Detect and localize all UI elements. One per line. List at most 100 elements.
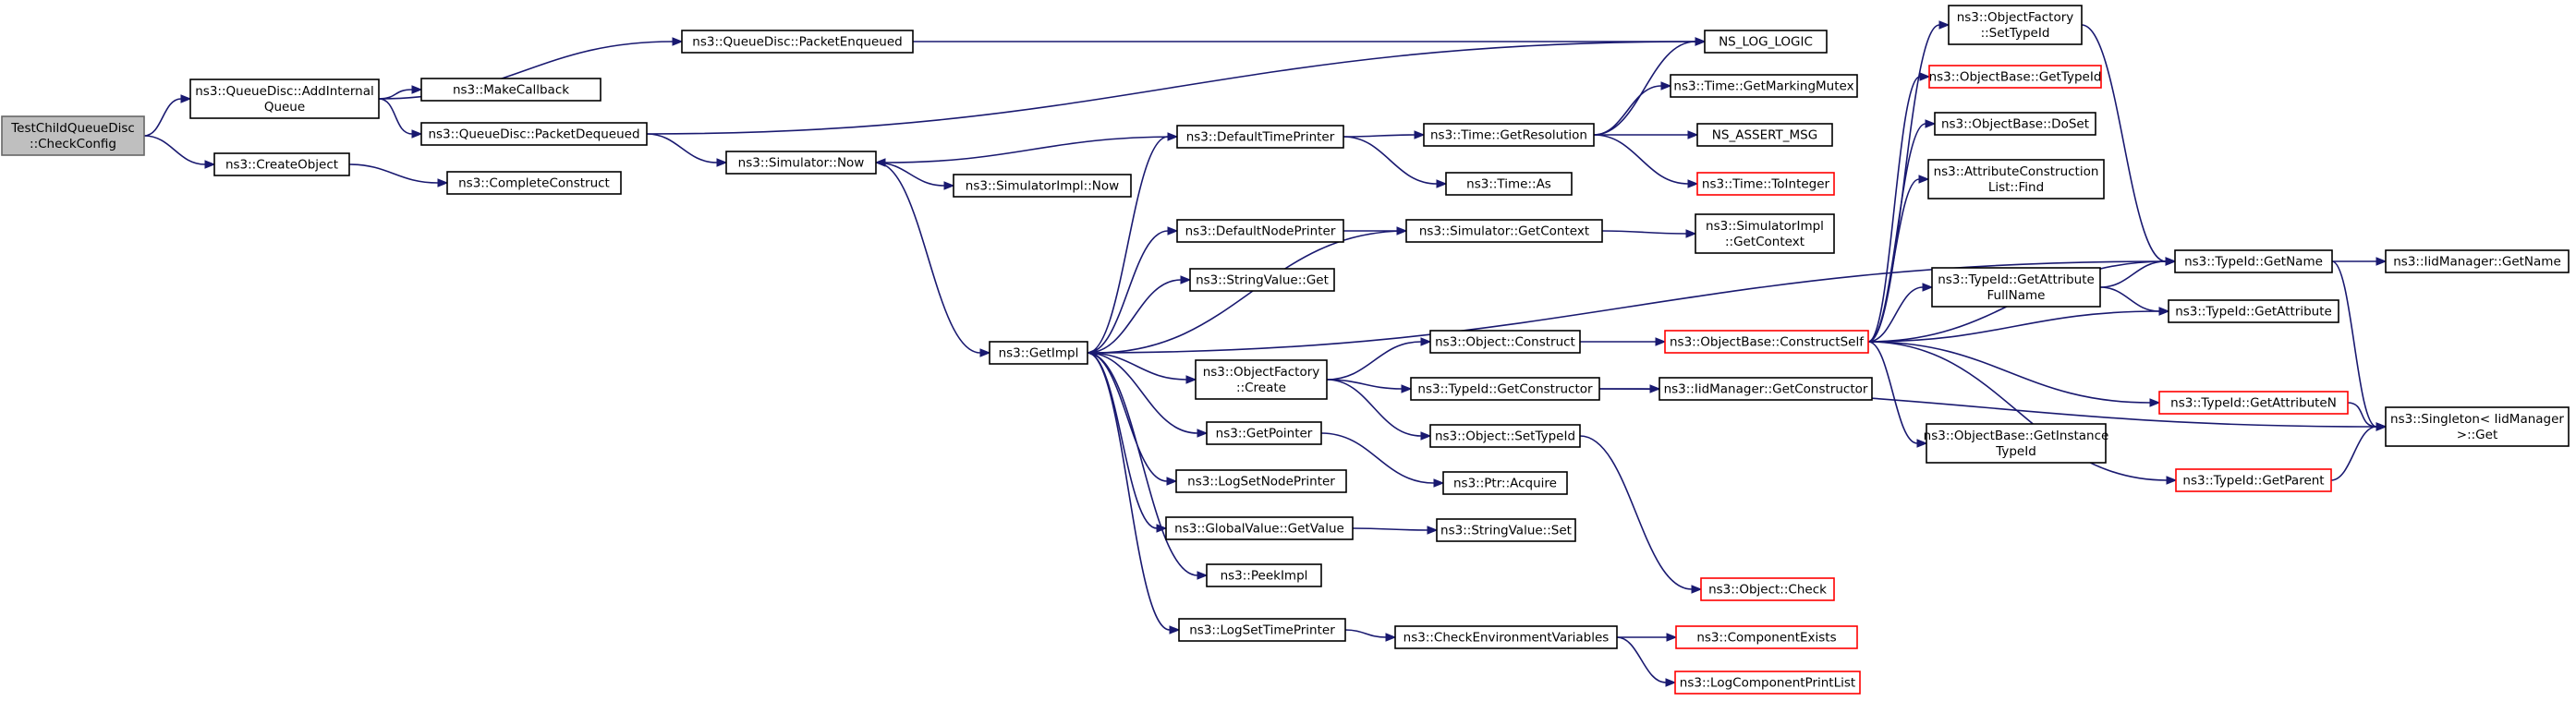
node-label-gvget-0: ns3::GlobalValue::GetValue — [1174, 522, 1344, 537]
node-label-tidgetattr-0: ns3::TypeId::GetAttribute — [2175, 305, 2332, 320]
node-label-timeas-0: ns3::Time::As — [1466, 177, 1551, 192]
arrowhead-getimpl-to-lsnp — [1166, 477, 1178, 486]
node-defnp[interactable]: ns3::DefaultNodePrinter — [1176, 219, 1344, 243]
node-singleton[interactable]: ns3::Singleton< IidManager>::Get — [2385, 406, 2570, 447]
node-iidgetctor[interactable]: ns3::IidManager::GetConstructor — [1659, 377, 1873, 401]
node-siigetctx[interactable]: ns3::SimulatorImpl::GetContext — [1695, 213, 1835, 254]
node-timeas[interactable]: ns3::Time::As — [1445, 172, 1573, 196]
arrowhead-objsettid-to-objcheck — [1691, 585, 1703, 594]
edge-tidgetparent-to-singleton — [2330, 426, 2377, 481]
edge-getimpl-to-lstp — [1087, 352, 1171, 631]
node-box-obgettid — [1928, 65, 2102, 89]
node-label-tidgafn-0: ns3::TypeId::GetAttribute — [1938, 272, 2095, 287]
node-makecb[interactable]: ns3::MakeCallback — [420, 78, 601, 102]
node-enq[interactable]: ns3::QueueDisc::PacketEnqueued — [681, 30, 914, 54]
edge-deftp-to-getres — [1343, 134, 1416, 138]
edge-tidgafn-to-tidgetattr — [2099, 286, 2160, 312]
node-strset[interactable]: ns3::StringValue::Set — [1436, 518, 1576, 542]
node-nslog[interactable]: NS_LOG_LOGIC — [1704, 30, 1828, 54]
arrowhead-root-to-addint — [180, 94, 192, 103]
node-label-obdoset-0: ns3::ObjectBase::DoSet — [1941, 117, 2089, 132]
node-simnow[interactable]: ns3::Simulator::Now — [725, 151, 877, 175]
edge-deq-to-nslog — [646, 41, 1696, 135]
node-simimplnow[interactable]: ns3::SimulatorImpl::Now — [953, 174, 1132, 198]
node-ptracq[interactable]: ns3::Ptr::Acquire — [1442, 471, 1568, 495]
node-tidgetattrn[interactable]: ns3::TypeId::GetAttributeN — [2158, 391, 2349, 415]
node-gvget[interactable]: ns3::GlobalValue::GetValue — [1165, 516, 1354, 540]
node-box-objconstruct — [1429, 330, 1581, 354]
arrowhead-getres-to-toint — [1687, 179, 1699, 188]
node-obgettid[interactable]: ns3::ObjectBase::GetTypeId — [1928, 65, 2102, 89]
arrowhead-defnp-to-simctx — [1396, 226, 1408, 236]
node-iidgetname[interactable]: ns3::IidManager::GetName — [2385, 249, 2570, 273]
arrowhead-getres-to-markmutex — [1660, 81, 1672, 91]
arrowhead-getptr-to-ptracq — [1433, 478, 1445, 488]
node-label-lcpl-0: ns3::LogComponentPrintList — [1680, 676, 1855, 691]
node-ofcreate[interactable]: ns3::ObjectFactory::Create — [1195, 359, 1328, 400]
node-label-toint-0: ns3::Time::ToInteger — [1702, 177, 1830, 192]
node-createobj[interactable]: ns3::CreateObject — [213, 152, 350, 176]
node-box-ofsettid — [1948, 5, 2083, 45]
arrowhead-ofcreate-to-objconstruct — [1420, 337, 1432, 346]
node-simctx[interactable]: ns3::Simulator::GetContext — [1405, 219, 1603, 243]
node-getptr[interactable]: ns3::GetPointer — [1206, 421, 1322, 445]
node-objsettid[interactable]: ns3::Object::SetTypeId — [1429, 424, 1581, 448]
node-checkenv[interactable]: ns3::CheckEnvironmentVariables — [1394, 625, 1618, 649]
node-obdoset[interactable]: ns3::ObjectBase::DoSet — [1934, 112, 2096, 136]
node-peek[interactable]: ns3::PeekImpl — [1206, 563, 1322, 587]
node-deq[interactable]: ns3::QueueDisc::PacketDequeued — [420, 122, 648, 146]
node-label-createobj-0: ns3::CreateObject — [225, 158, 338, 173]
node-label-cc-0: ns3::CompleteConstruct — [458, 176, 610, 191]
node-box-createobj — [213, 152, 350, 176]
node-markmutex[interactable]: ns3::Time::GetMarkingMutex — [1670, 74, 1858, 98]
node-deftp[interactable]: ns3::DefaultTimePrinter — [1176, 125, 1344, 149]
arrowhead-constructself-to-obdoset — [1925, 119, 1937, 128]
arrowhead-tidgafn-to-tidgetname — [2165, 257, 2177, 266]
edge-constructself-to-acfind — [1867, 178, 1920, 343]
node-assertmsg[interactable]: NS_ASSERT_MSG — [1696, 123, 1833, 147]
edge-getimpl-to-deftp — [1087, 136, 1169, 354]
node-box-tidgetattr — [2168, 299, 2339, 323]
node-box-strget — [1189, 268, 1335, 292]
node-getimpl[interactable]: ns3::GetImpl — [989, 341, 1088, 365]
node-objcheck[interactable]: ns3::Object::Check — [1700, 577, 1835, 601]
edge-constructself-to-obdoset — [1867, 123, 1926, 343]
node-root[interactable]: TestChildQueueDisc::CheckConfig — [1, 115, 145, 156]
node-box-makecb — [420, 78, 601, 102]
edge-getimpl-to-strget — [1087, 279, 1182, 354]
node-lcpl[interactable]: ns3::LogComponentPrintList — [1674, 671, 1861, 695]
node-cc[interactable]: ns3::CompleteConstruct — [446, 171, 622, 195]
node-lsnp[interactable]: ns3::LogSetNodePrinter — [1175, 469, 1347, 493]
arrowhead-addint-to-enq — [672, 37, 684, 46]
node-label-enq-0: ns3::QueueDisc::PacketEnqueued — [692, 35, 902, 50]
node-constructself[interactable]: ns3::ObjectBase::ConstructSelf — [1664, 330, 1869, 354]
node-box-timeas — [1445, 172, 1573, 196]
arrowhead-constructself-to-tidgafn — [1922, 283, 1934, 292]
node-getres[interactable]: ns3::Time::GetResolution — [1423, 123, 1595, 147]
arrowhead-checkenv-to-lcpl — [1665, 678, 1677, 687]
edge-objsettid-to-objcheck — [1579, 435, 1693, 590]
node-label-obgit-0: ns3::ObjectBase::GetInstance — [1924, 429, 2109, 443]
node-ofsettid[interactable]: ns3::ObjectFactory::SetTypeId — [1948, 5, 2083, 45]
node-box-obgit — [1926, 423, 2107, 464]
node-compexists[interactable]: ns3::ComponentExists — [1675, 625, 1858, 649]
edge-gvget-to-strset — [1352, 527, 1428, 531]
node-toint[interactable]: ns3::Time::ToInteger — [1696, 172, 1835, 196]
node-label-addint-1: Queue — [264, 100, 305, 115]
node-label-deq-0: ns3::QueueDisc::PacketDequeued — [428, 127, 639, 142]
node-objconstruct[interactable]: ns3::Object::Construct — [1429, 330, 1581, 354]
node-lstp[interactable]: ns3::LogSetTimePrinter — [1178, 618, 1346, 642]
node-tidgetparent[interactable]: ns3::TypeId::GetParent — [2175, 468, 2332, 492]
arrowhead-getimpl-to-defnp — [1167, 226, 1179, 236]
node-strget[interactable]: ns3::StringValue::Get — [1189, 268, 1335, 292]
node-tidgetname[interactable]: ns3::TypeId::GetName — [2174, 249, 2333, 273]
edge-constructself-to-tidgetattrn — [1867, 341, 2151, 404]
node-tidgetattr[interactable]: ns3::TypeId::GetAttribute — [2168, 299, 2339, 323]
node-tidgetctor[interactable]: ns3::TypeId::GetConstructor — [1410, 377, 1600, 401]
arrowhead-addint-to-makecb — [411, 85, 423, 94]
edge-getres-to-toint — [1593, 134, 1689, 185]
